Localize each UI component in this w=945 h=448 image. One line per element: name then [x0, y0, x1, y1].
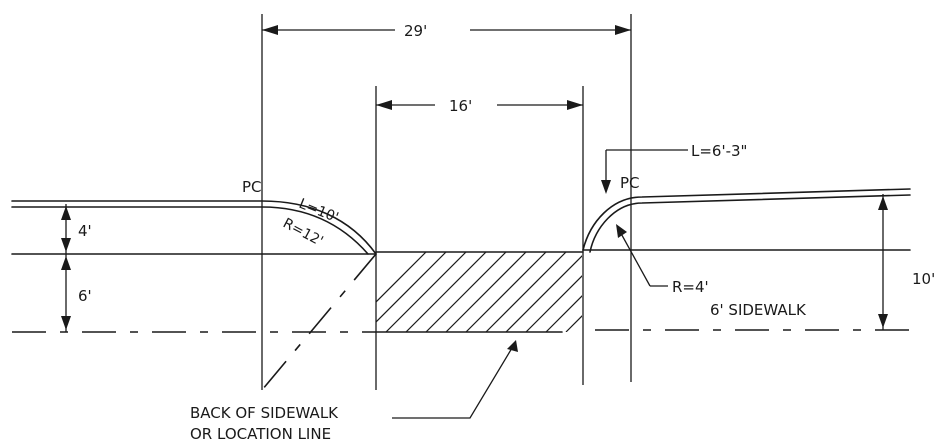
- back-of-sidewalk-note-line-2: OR LOCATION LINE: [190, 425, 331, 443]
- opening-width-label: 16': [449, 97, 472, 115]
- left-pc-label: PC: [242, 178, 262, 196]
- opening-width-dimension: 16': [376, 97, 583, 115]
- right-curve-radius-leader: [616, 224, 668, 287]
- right-pc-label: PC: [620, 174, 640, 192]
- back-of-sidewalk-leader: [392, 340, 518, 419]
- left-sidewalk-label: 6': [78, 287, 92, 305]
- overall-width-label: 29': [404, 22, 427, 40]
- left-curb: [11, 200, 377, 255]
- left-curve-length-label: L=10': [297, 196, 341, 226]
- sidewalk-front-line: [11, 249, 911, 255]
- left-curve-radius-label: R=12': [280, 215, 326, 249]
- right-total-label: 10': [912, 270, 935, 288]
- right-curve-length-label: L=6'-3": [691, 142, 747, 160]
- left-offset-label: 4': [78, 222, 92, 240]
- back-of-sidewalk-line: [12, 329, 910, 333]
- driveway-hatch-area: [375, 252, 582, 333]
- right-vertical-dimension: 10': [878, 194, 935, 330]
- sidewalk-note: 6' SIDEWALK: [710, 301, 807, 319]
- right-curb: [582, 188, 911, 253]
- right-curve-length-leader: [601, 149, 688, 194]
- overall-width-dimension: 29': [262, 22, 631, 40]
- left-return-projection-line: [261, 253, 377, 391]
- right-curve-radius-label: R=4': [672, 278, 709, 296]
- left-vertical-dimension: 4' 6': [61, 204, 92, 332]
- back-of-sidewalk-note-line-1: BACK OF SIDEWALK: [190, 404, 339, 422]
